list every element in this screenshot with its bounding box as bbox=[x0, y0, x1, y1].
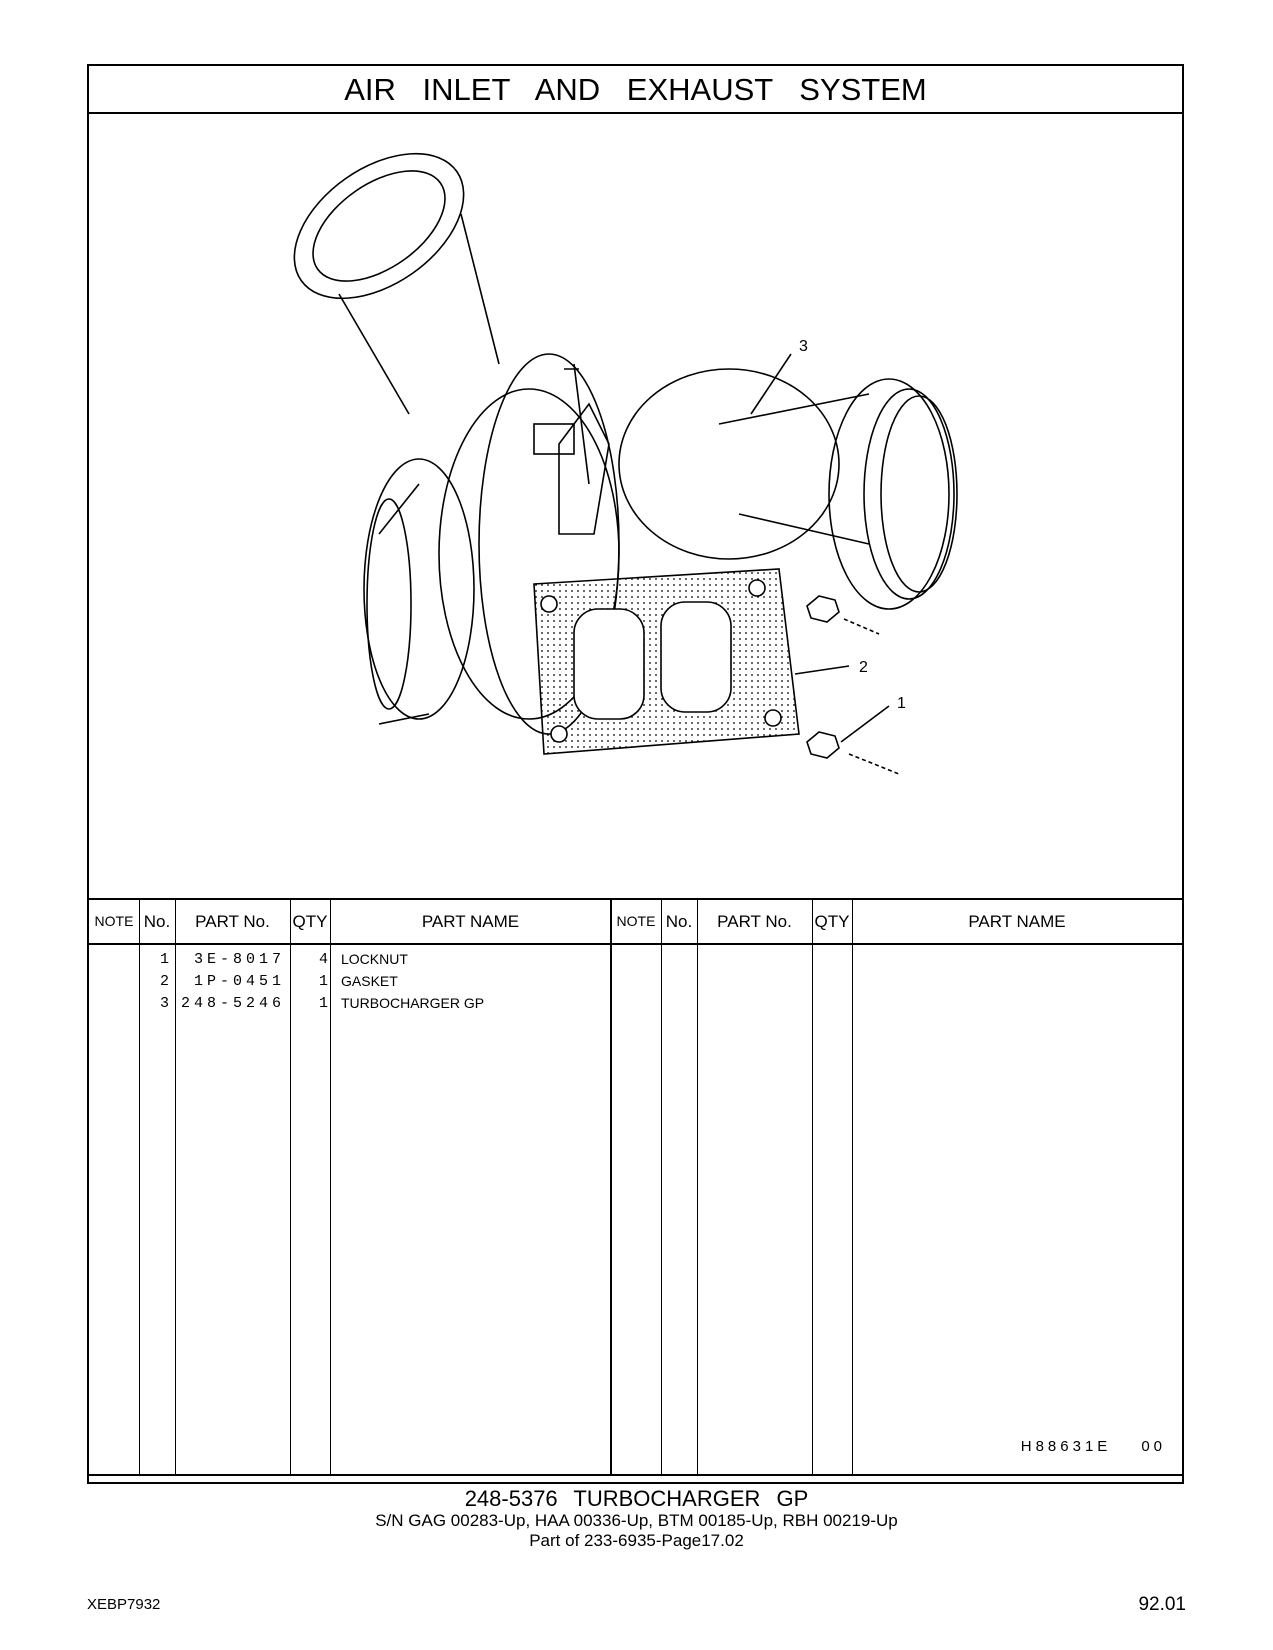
turbocharger-illustration: 3 2 1 bbox=[89, 114, 1182, 898]
row-no: 1 bbox=[159, 951, 169, 968]
header-part-no-2: PART No. bbox=[717, 912, 792, 931]
turbine-housing bbox=[618, 368, 840, 560]
row-part-name: TURBOCHARGER GP bbox=[341, 995, 485, 1011]
row-part-no: 248-5246 bbox=[180, 995, 285, 1012]
parts-page-frame: AIR INLET AND EXHAUST SYSTEM bbox=[87, 64, 1184, 1484]
document-number: XEBP7932 bbox=[87, 1596, 161, 1613]
v-band-clamp bbox=[558, 402, 610, 535]
header-part-name: PART NAME bbox=[421, 912, 520, 931]
row-qty: 1 bbox=[318, 995, 328, 1012]
row-part-no: 3E-8017 bbox=[193, 951, 285, 968]
table-bottom-rule bbox=[89, 1474, 1182, 1476]
header-qty: QTY bbox=[292, 912, 328, 931]
header-note: NOTE bbox=[94, 913, 134, 929]
header-note-2: NOTE bbox=[616, 913, 656, 929]
callout-1: 1 bbox=[897, 695, 906, 712]
row-part-name: GASKET bbox=[341, 973, 398, 989]
row-part-name: LOCKNUT bbox=[341, 951, 408, 967]
caption-part-of: Part of 233-6935-Page17.02 bbox=[529, 1531, 744, 1550]
header-no: No. bbox=[143, 912, 171, 931]
col-divider bbox=[661, 898, 662, 1474]
caption-title: 248-5376 TURBOCHARGER GP bbox=[464, 1486, 809, 1511]
header-qty-2: QTY bbox=[814, 912, 850, 931]
col-divider bbox=[852, 898, 853, 1474]
page-number: 92.01 bbox=[1138, 1594, 1186, 1615]
illustration-code-revision: 00 bbox=[1141, 1438, 1166, 1455]
col-divider bbox=[697, 898, 698, 1474]
header-part-no: PART No. bbox=[195, 912, 270, 931]
row-part-no: 1P-0451 bbox=[193, 973, 285, 990]
illustration-code-number: H88631E bbox=[1020, 1438, 1112, 1455]
row-no: 3 bbox=[159, 995, 169, 1012]
callout-2: 2 bbox=[859, 659, 868, 676]
col-divider bbox=[139, 898, 140, 1474]
illustration-code: H88631E 00 bbox=[1021, 1438, 1166, 1455]
caption-serials: S/N GAG 00283-Up, HAA 00336-Up, BTM 0018… bbox=[375, 1511, 898, 1530]
turbine-outlet bbox=[880, 395, 958, 593]
header-part-name-2: PART NAME bbox=[968, 912, 1066, 931]
row-no: 2 bbox=[159, 973, 169, 990]
locknut-lower bbox=[806, 731, 840, 759]
turbocharger-drawing-svg: 3 2 1 bbox=[293, 152, 958, 775]
page-title: AIR INLET AND EXHAUST SYSTEM bbox=[89, 66, 1182, 114]
header-no-2: No. bbox=[665, 912, 693, 931]
col-divider bbox=[812, 898, 813, 1474]
parts-table-header: NOTE No. PART No. QTY PART NAME NOTE No.… bbox=[89, 898, 1182, 945]
col-divider bbox=[330, 898, 331, 1474]
col-divider bbox=[290, 898, 291, 1474]
col-divider bbox=[175, 898, 176, 1474]
compressor-inlet-flange bbox=[293, 152, 465, 300]
row-qty: 4 bbox=[318, 951, 328, 968]
row-qty: 1 bbox=[318, 973, 328, 990]
locknut-upper bbox=[806, 595, 840, 623]
col-divider-center bbox=[610, 898, 612, 1474]
callout-3: 3 bbox=[799, 338, 808, 355]
